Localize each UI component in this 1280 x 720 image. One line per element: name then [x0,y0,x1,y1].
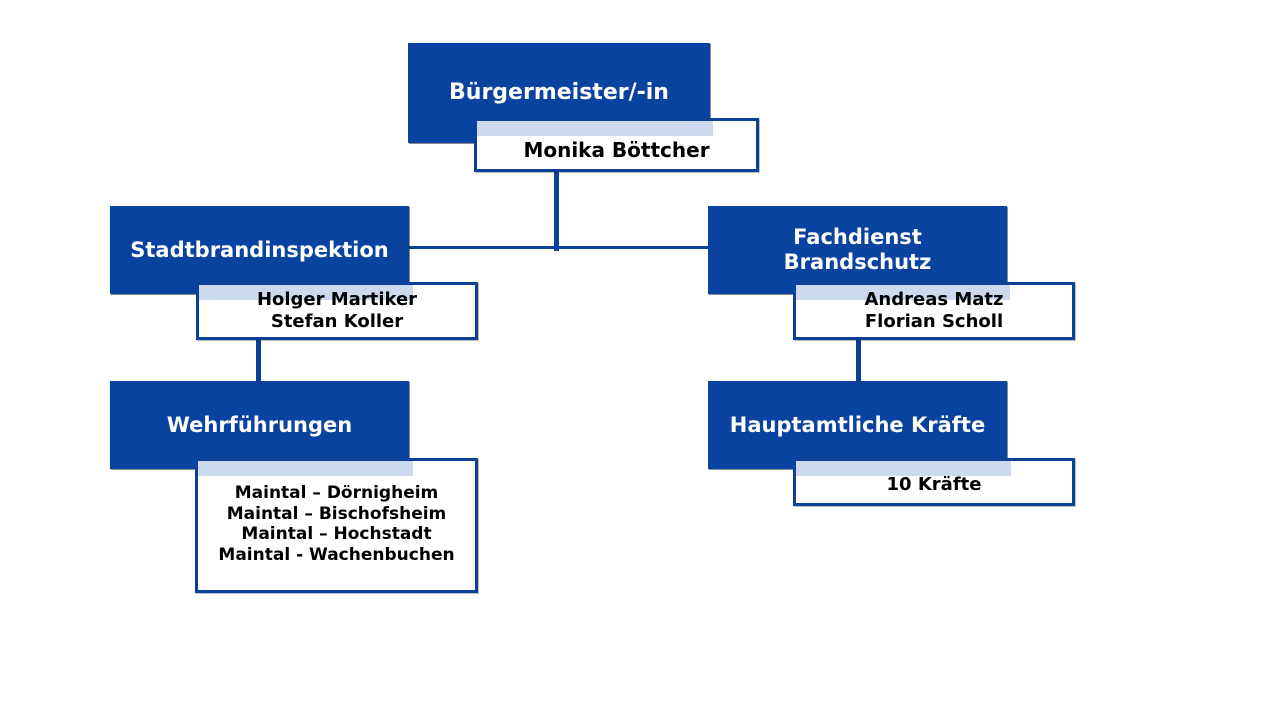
detail-header-band-stadtbrandinspektion [199,285,413,300]
node-detail-fachdienst-brandschutz[interactable]: Andreas Matz Florian Scholl [793,282,1075,340]
node-title-wehrfuehrungen[interactable]: Wehrführungen [110,381,409,469]
detail-header-band-hauptamtliche-kraefte [796,461,1011,476]
node-title-fachdienst-brandschutz[interactable]: Fachdienst Brandschutz [708,206,1007,294]
node-title-text-fachdienst-brandschutz: Fachdienst Brandschutz [783,225,932,274]
detail-header-band-mayor [477,121,713,136]
node-title-hauptamtliche-kraefte[interactable]: Hauptamtliche Kräfte [708,381,1007,469]
node-detail-text-wehrfuehrungen: Maintal – Dörnigheim Maintal – Bischofsh… [218,483,455,566]
node-detail-hauptamtliche-kraefte[interactable]: 10 Kräfte [793,458,1075,506]
node-detail-text-hauptamtliche-kraefte: 10 Kräfte [886,474,982,495]
detail-header-band-wehrfuehrungen [198,461,413,476]
connector-level2-horizontal-bar [409,246,709,249]
node-detail-wehrfuehrungen[interactable]: Maintal – Dörnigheim Maintal – Bischofsh… [195,458,478,593]
connector-mayor-to-level2 [554,171,559,251]
node-detail-mayor[interactable]: Monika Böttcher [474,118,759,172]
connector-fachdienst-to-hauptamtliche-kraefte [856,338,861,383]
node-detail-text-mayor: Monika Böttcher [523,138,710,162]
detail-header-band-fachdienst-brandschutz [796,285,1010,300]
connector-stadtbrandinspektion-to-wehrfuehrungen [256,338,261,383]
node-detail-text-fachdienst-brandschutz: Andreas Matz Florian Scholl [864,289,1004,332]
node-title-stadtbrandinspektion[interactable]: Stadtbrandinspektion [110,206,409,294]
node-detail-text-stadtbrandinspektion: Holger Martiker Stefan Koller [256,289,418,332]
node-detail-stadtbrandinspektion[interactable]: Holger Martiker Stefan Koller [196,282,478,340]
